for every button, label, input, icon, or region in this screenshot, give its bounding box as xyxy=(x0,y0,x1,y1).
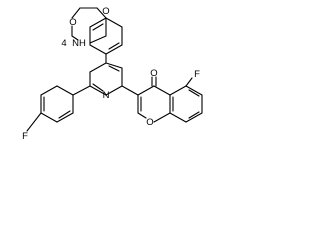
atom-label-fluorine-left: F xyxy=(22,131,28,142)
fluorophenyl-ring xyxy=(26,85,91,132)
atom-label-chromone-ring-oxygen: O xyxy=(146,117,153,128)
atom-label-chromone-carbonyl-oxygen: O xyxy=(150,68,157,79)
fluorochromone-fragment xyxy=(121,76,203,123)
molecule-structure-drawing: O O NH 4 N F O O F xyxy=(22,6,203,142)
atom-label-pyridine-n: N xyxy=(103,90,110,101)
atom-label-lactam-nh: NH xyxy=(72,38,86,49)
pyridine-ring xyxy=(89,62,123,96)
atom-label-ring-oxygen-top: O xyxy=(102,6,109,17)
atom-label-lactam-h: 4 xyxy=(61,38,66,49)
atom-label-carbonyl-oxygen-top: O xyxy=(69,17,76,28)
atom-label-fluorine-right: F xyxy=(194,69,200,80)
benzoxazinone-fragment xyxy=(71,7,123,64)
